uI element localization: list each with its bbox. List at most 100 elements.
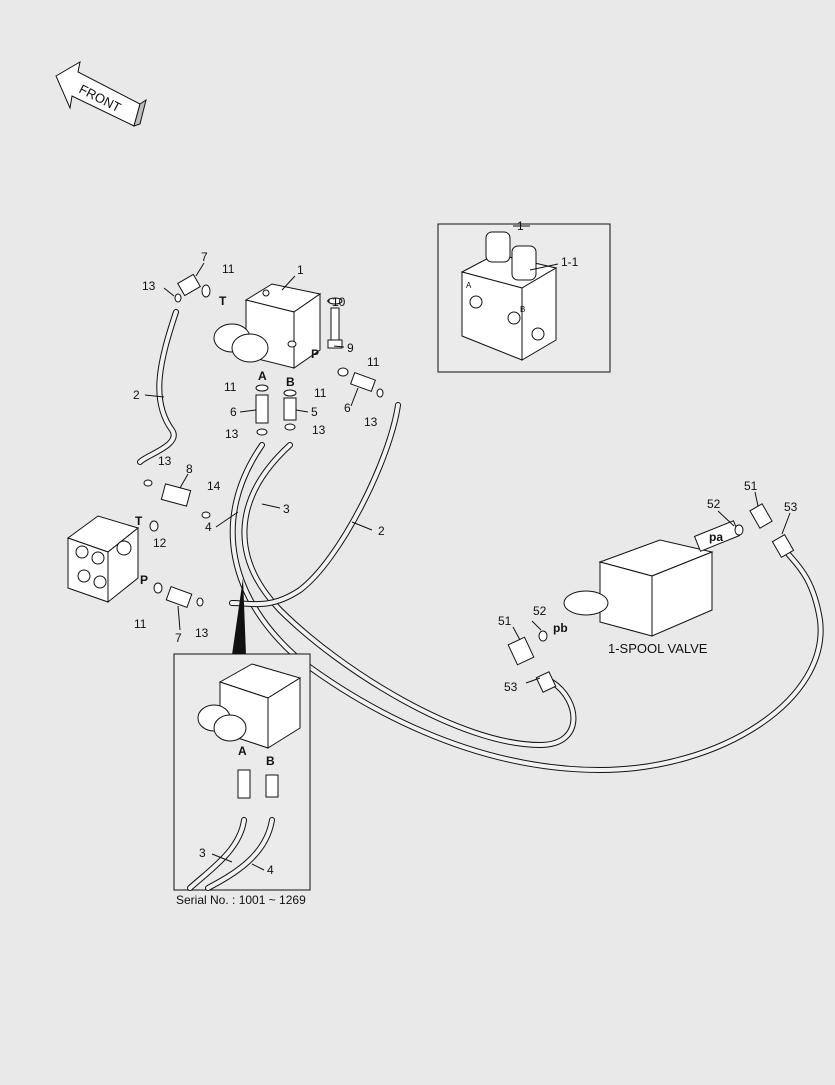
port-t-left: T [135,514,143,528]
callout-10: 10 [332,295,346,309]
callout-51-right: 51 [744,479,758,493]
pilot-port-2 [91,551,105,565]
valve-port-p-hole [287,340,297,348]
oring-11-b [283,389,297,397]
leader-52-left [531,620,542,631]
inset-coil-2 [511,245,537,281]
spool-valve-label: 1-SPOOL VALVE [608,641,708,656]
callout-labels: 1 1 1-1 2 2 3 3 4 4 5 6 6 7 7 8 9 10 11 … [133,219,798,877]
callout-6-right: 6 [344,401,351,415]
oring-13-top [174,293,182,303]
callout-6-left: 6 [230,405,237,419]
port-b-inset: B [266,754,275,768]
leader-lines [144,225,791,871]
callout-13-mid: 13 [158,454,172,468]
port-a-inset: A [238,744,247,758]
hose-3-inner [230,443,823,773]
elbow-7-bottom [165,586,193,608]
oring-11-a [255,384,269,392]
port-p-left: P [140,573,148,587]
inset2-coil-2 [213,714,247,742]
callout-7-top: 7 [201,250,208,264]
callout-13-a: 13 [225,427,239,441]
leader-2-right [351,521,373,531]
pilot-port-1 [75,545,89,559]
hose-2-right-inner [230,403,400,607]
callout-52-right: 52 [707,497,721,511]
leader-6-left [239,409,257,413]
callout-13-bottom: 13 [195,626,209,640]
leader-53-right [781,512,791,535]
valve-block-hole [262,289,270,297]
callout-11-b: 11 [314,386,327,400]
leader-13-top [163,287,175,297]
leader-4 [215,511,239,528]
callout-5: 5 [311,405,318,419]
elbow-7-top [177,273,201,297]
port-a-top: A [258,369,267,383]
leader-51-right [754,491,759,507]
callout-2-right: 2 [378,524,385,538]
callout-1-inset: 1 [517,219,524,233]
inset-serial-variant [173,578,311,891]
inset-port-b [507,311,521,325]
spool-end-cap [563,590,609,616]
oring-13-bottom [196,597,204,607]
oring-13-b [284,423,296,431]
hose-3-outer [229,442,824,774]
plug-14 [201,511,211,519]
pilot-port-5 [116,540,132,556]
leader-5 [295,409,309,413]
inset-block-front [461,271,523,361]
callout-53-right: 53 [784,500,798,514]
leader-3-inset [211,853,233,863]
inset-port-b-mark: B [520,305,525,314]
callout-4-inset: 4 [267,863,274,877]
callout-4: 4 [205,520,212,534]
serial-note: Serial No. : 1001 ~ 1269 [176,893,306,907]
pilot-port-4 [93,575,107,589]
callout-12: 12 [153,536,167,550]
oring-11-bottom [153,582,163,594]
pilot-port-3 [77,569,91,583]
port-labels: T P A B T P A B pa pb [135,294,723,768]
fitting-53-right [771,534,795,558]
callout-2-left: 2 [133,388,140,402]
leader-52-right [717,510,735,527]
fittings-main [143,273,384,532]
hose-group [137,309,824,774]
leader-9 [333,345,345,348]
hose-2-left-inner [138,310,178,464]
adapter-6-a [255,394,269,424]
leader-1 [281,275,296,291]
pilot-manifold-left [66,515,204,608]
oring-11-p [337,367,349,377]
fitting-53-left [535,671,557,693]
oring-13-a [256,428,268,436]
leader-2-left [144,394,165,398]
bolt-9-head [327,339,343,349]
leader-7-top [195,262,205,277]
leader-3 [261,503,281,509]
callout-11-top: 11 [222,262,235,276]
callout-13-top: 13 [142,279,156,293]
callout-3: 3 [283,502,290,516]
callout-11-p: 11 [367,355,380,369]
inset-valve-detail: A B [437,223,611,373]
port-p-top: P [311,347,319,361]
inset-coil-1 [485,231,511,263]
leader-8 [179,473,189,489]
bolt-9-shank [330,307,340,341]
oring-12 [149,520,159,532]
callout-1-1: 1-1 [561,255,579,269]
adapter-5-b [283,397,297,421]
front-direction-badge: FRONT [55,61,147,127]
inset2-adapter-b [265,774,279,798]
callout-13-right: 13 [364,415,378,429]
callout-8: 8 [186,462,193,476]
leader-7-bottom [177,605,181,631]
callout-9: 9 [347,341,354,355]
adapter-6-p [349,371,377,393]
oring-13-right [376,388,384,398]
